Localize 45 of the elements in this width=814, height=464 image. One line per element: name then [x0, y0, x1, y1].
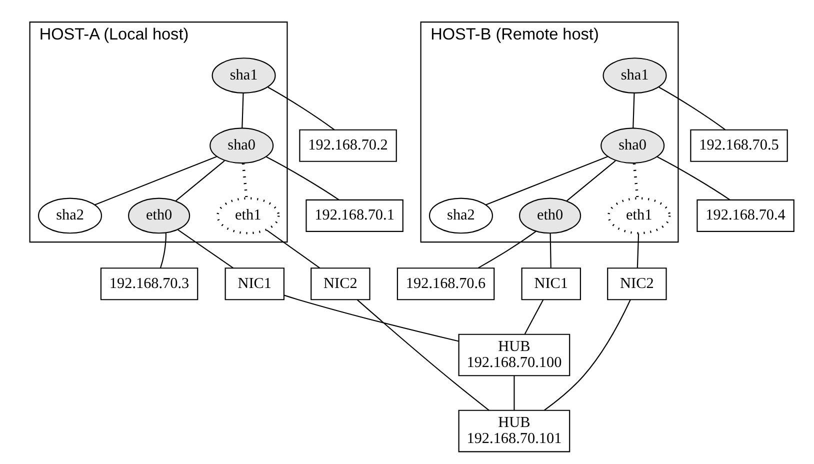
connector [266, 229, 320, 268]
node-box: 192.168.70.4 [696, 198, 794, 232]
node-box: HUB 192.168.70.100 [458, 333, 570, 376]
connector [485, 156, 608, 205]
connector [356, 299, 489, 410]
connector [267, 86, 334, 130]
node-ellipse: eth1 [216, 196, 280, 234]
node-ellipse: sha2 [428, 197, 492, 234]
node-box: 192.168.70.2 [298, 128, 396, 162]
node-box: NIC2 [606, 267, 666, 300]
connector [566, 160, 616, 201]
node-ellipse: sha1 [211, 57, 276, 93]
connector [159, 232, 166, 268]
connector [241, 162, 248, 198]
connector [175, 160, 224, 201]
node-ellipse: eth0 [128, 197, 190, 234]
connector [632, 162, 638, 198]
node-ellipse: eth1 [607, 196, 670, 234]
node-box: NIC1 [520, 267, 580, 300]
node-box: NIC2 [310, 267, 370, 300]
connector [241, 92, 244, 128]
connector [524, 299, 544, 334]
connector [544, 299, 630, 410]
node-ellipse: eth0 [518, 197, 581, 234]
connector [656, 156, 730, 200]
connector [283, 294, 458, 342]
node-box: 192.168.70.6 [396, 267, 494, 300]
node-box: 192.168.70.3 [100, 267, 198, 300]
node-box: 192.168.70.5 [690, 128, 788, 162]
node-ellipse: sha0 [209, 127, 274, 164]
connector [266, 156, 339, 200]
connector [177, 228, 233, 268]
node-ellipse: sha0 [600, 127, 664, 164]
connector [632, 92, 634, 128]
node-box: NIC1 [224, 267, 284, 300]
connector [94, 156, 216, 205]
connector [477, 230, 536, 268]
connector [658, 86, 726, 130]
connector [636, 232, 639, 268]
connector [513, 375, 514, 410]
node-ellipse: sha2 [38, 197, 102, 234]
node-box: HUB 192.168.70.101 [458, 409, 570, 452]
node-box: 192.168.70.1 [305, 198, 403, 232]
connector [549, 232, 551, 268]
node-ellipse: sha1 [602, 57, 666, 93]
